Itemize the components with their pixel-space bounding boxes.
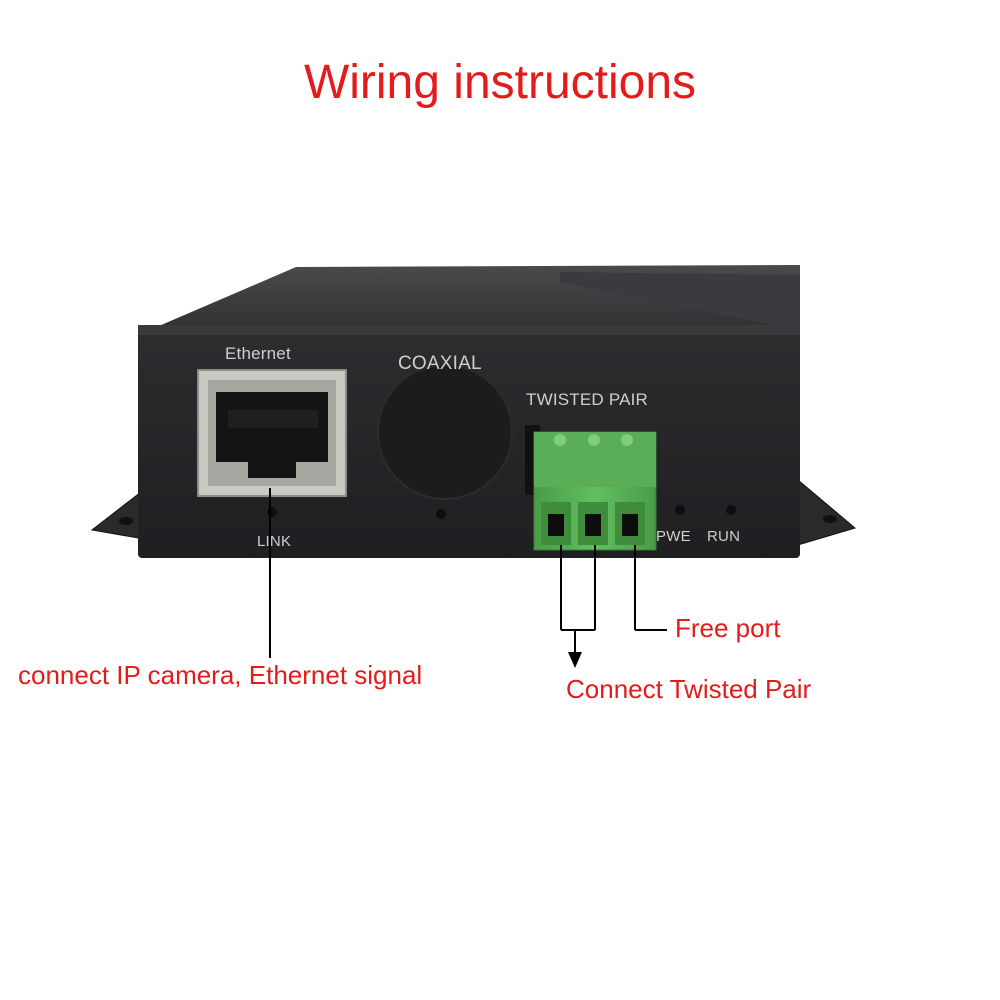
pwe-label: PWE [656, 528, 691, 545]
terminal-block [525, 425, 657, 551]
ethernet-label: Ethernet [225, 344, 291, 363]
ethernet-callout: connect IP camera, Ethernet signal [18, 660, 423, 690]
coaxial-connector [377, 364, 513, 500]
run-led [726, 505, 736, 515]
twisted-pair-label: TWISTED PAIR [526, 390, 649, 409]
page-title: Wiring instructions [303, 56, 697, 109]
pwe-led [675, 505, 685, 515]
link-led [267, 507, 277, 517]
link-label: LINK [257, 533, 292, 550]
run-label: RUN [707, 528, 741, 545]
coaxial-label: COAXIAL [398, 353, 482, 374]
rj45-port [197, 369, 347, 497]
twisted-pair-callout: Connect Twisted Pair [566, 674, 812, 704]
right-flange [797, 478, 857, 546]
free-port-callout: Free port [675, 613, 781, 643]
